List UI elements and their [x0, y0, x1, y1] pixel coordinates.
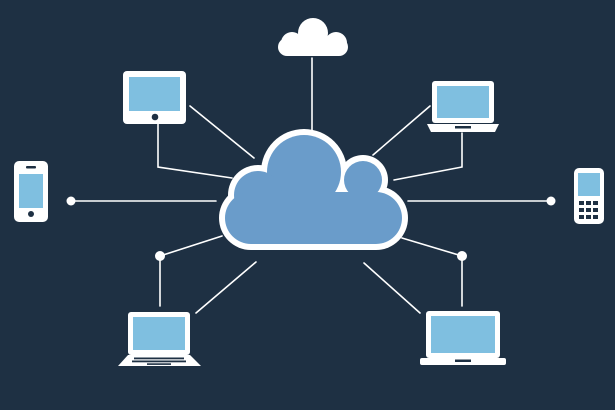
smartphone-icon: [14, 161, 48, 222]
mobile-phone-icon: [574, 168, 604, 224]
small-cloud-icon: [278, 18, 348, 56]
laptop-icon: [427, 81, 499, 132]
connector-dot-bottom-left: [155, 251, 165, 261]
connector-dot-left: [66, 196, 76, 206]
connector-top-right-laptop-b: [393, 132, 463, 181]
connector-top-left-tablet-a: [189, 105, 255, 159]
central-cloud-icon: [219, 129, 408, 250]
connector-bottom-left-laptop-b: [195, 261, 257, 314]
laptop-icon: [118, 312, 201, 366]
connector-dot-bottom-right: [457, 251, 467, 261]
connector-top-right-laptop-a: [372, 105, 431, 156]
connector-dot-right: [546, 196, 556, 206]
connector-dots: [66, 196, 556, 261]
connector-top-left-tablet-b: [157, 123, 233, 179]
connector-bottom-right-laptop-b: [363, 262, 421, 314]
tablet-icon: [123, 71, 186, 124]
laptop-icon: [420, 311, 506, 365]
